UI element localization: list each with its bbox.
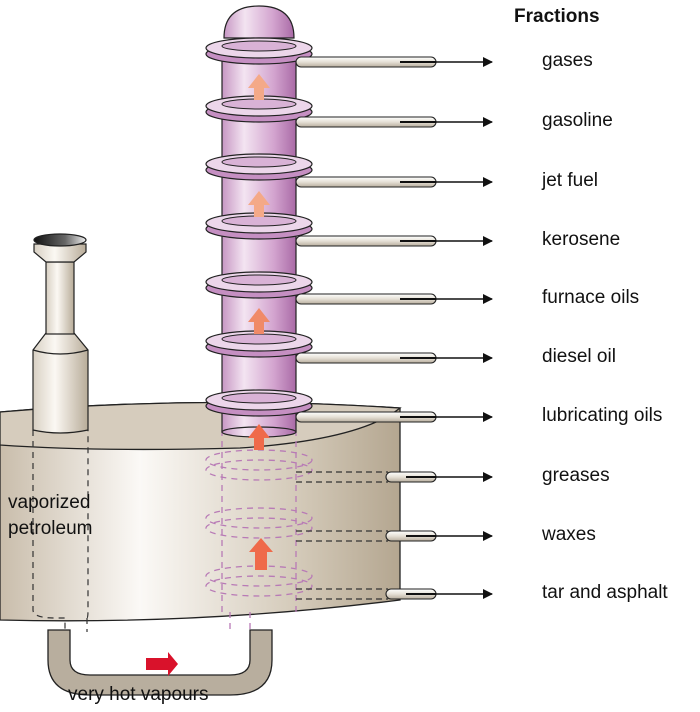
vaporized-chamber	[32, 430, 89, 632]
column-dome	[223, 5, 295, 39]
fraction-label: waxes	[542, 524, 596, 545]
outlet-diesel-oil	[295, 352, 493, 364]
feed-inlet-pipe	[32, 233, 89, 434]
fraction-label: lubricating oils	[542, 405, 663, 426]
up-arrow-icon	[248, 191, 270, 217]
fraction-label: gases	[542, 50, 593, 71]
funnel-opening	[33, 233, 87, 247]
up-arrow-icon	[248, 74, 270, 100]
up-arrow-icon	[248, 308, 270, 334]
fraction-label: tar and asphalt	[542, 582, 668, 603]
petroleum-label: petroleum	[8, 518, 93, 539]
outlet-furnace-oils	[295, 293, 493, 305]
vaporized-label: vaporized	[8, 492, 91, 513]
fractionating-column	[205, 5, 313, 450]
inner-column-dashed	[205, 430, 313, 630]
outlet-tar-and-asphalt	[296, 588, 493, 600]
fraction-label: diesel oil	[542, 346, 616, 367]
hot-vapours-label: very hot vapours	[68, 684, 209, 705]
up-arrow-inner	[249, 538, 273, 570]
outlet-gases	[295, 56, 493, 68]
outlet-jet-fuel	[295, 176, 493, 188]
outlet-waxes	[296, 530, 493, 542]
fraction-label: jet fuel	[542, 170, 598, 191]
outlet-kerosene	[295, 235, 493, 247]
fraction-label: gasoline	[542, 110, 613, 131]
outlet-pipes	[295, 56, 493, 600]
fraction-label: greases	[542, 465, 610, 486]
fraction-label: furnace oils	[542, 287, 640, 308]
fractions-title: Fractions	[514, 6, 600, 27]
hot-vapour-pipe	[47, 629, 273, 696]
outlet-lubricating-oils	[295, 411, 493, 423]
outlet-greases	[296, 471, 493, 483]
outlet-gasoline	[295, 116, 493, 128]
up-arrow-icon	[248, 424, 270, 450]
fraction-label: kerosene	[542, 229, 621, 250]
hot-vapour-arrow	[146, 652, 178, 676]
